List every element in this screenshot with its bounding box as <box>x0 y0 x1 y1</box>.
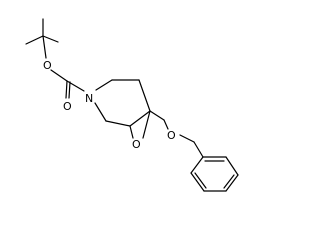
bond-carbonyl-to-nitrogen <box>66 80 85 92</box>
bond-phenyl-1 <box>190 156 204 174</box>
bond-phenyl-4 <box>225 174 239 192</box>
bond-carbonyl-double-b <box>68 81 71 99</box>
bond-phenyl-5 <box>225 156 239 176</box>
chemical-structure-diagram: O O N O O <box>25 18 239 192</box>
bond-epoxide-oxygen-left <box>129 125 134 139</box>
ring-nitrogen-label: N <box>85 92 93 105</box>
boc-carbamate <box>50 69 85 99</box>
bond-ch2-bottom-to-nitrogen <box>94 102 107 122</box>
bond-ester-oxygen-to-carbonyl <box>50 69 68 82</box>
ether-oxygen-label: O <box>167 129 176 142</box>
carbonyl-oxygen-label: O <box>63 100 72 113</box>
bond-tbu-methyl-right <box>42 35 59 43</box>
bond-benzyl-to-phenyl <box>193 141 204 158</box>
bond-quaternary-to-ch2 <box>149 110 165 121</box>
bond-nitrogen-to-ch2-top <box>95 79 113 91</box>
ester-oxygen-label: O <box>43 59 52 72</box>
bond-tbu-to-ester-oxygen <box>42 35 47 59</box>
bond-phenyl-inner-3 <box>223 174 235 189</box>
bond-phenyl-inner-2 <box>194 172 207 189</box>
benzyloxymethyl-chain <box>149 110 204 158</box>
phenyl-ring <box>190 156 239 192</box>
tert-butyl-group <box>25 18 59 59</box>
epoxide-oxygen-label: O <box>132 138 141 151</box>
bond-ring-fusion <box>129 110 151 127</box>
bond-ring-ch2-bottom <box>105 120 131 127</box>
bond-ring-to-quaternary-carbon <box>138 79 151 112</box>
epoxide-ring <box>129 110 151 139</box>
bond-tbu-methyl-left <box>25 35 44 45</box>
bond-phenyl-2 <box>190 172 205 192</box>
bond-epoxide-oxygen-right <box>142 110 151 139</box>
bond-ether-oxygen-to-benzyl <box>179 134 195 143</box>
piperidine-ring <box>94 79 151 127</box>
bond-carbonyl-double-a <box>65 80 68 99</box>
molecule-drawing: O O N O O <box>25 18 239 192</box>
bond-ch2-to-ether-oxygen <box>163 119 169 130</box>
